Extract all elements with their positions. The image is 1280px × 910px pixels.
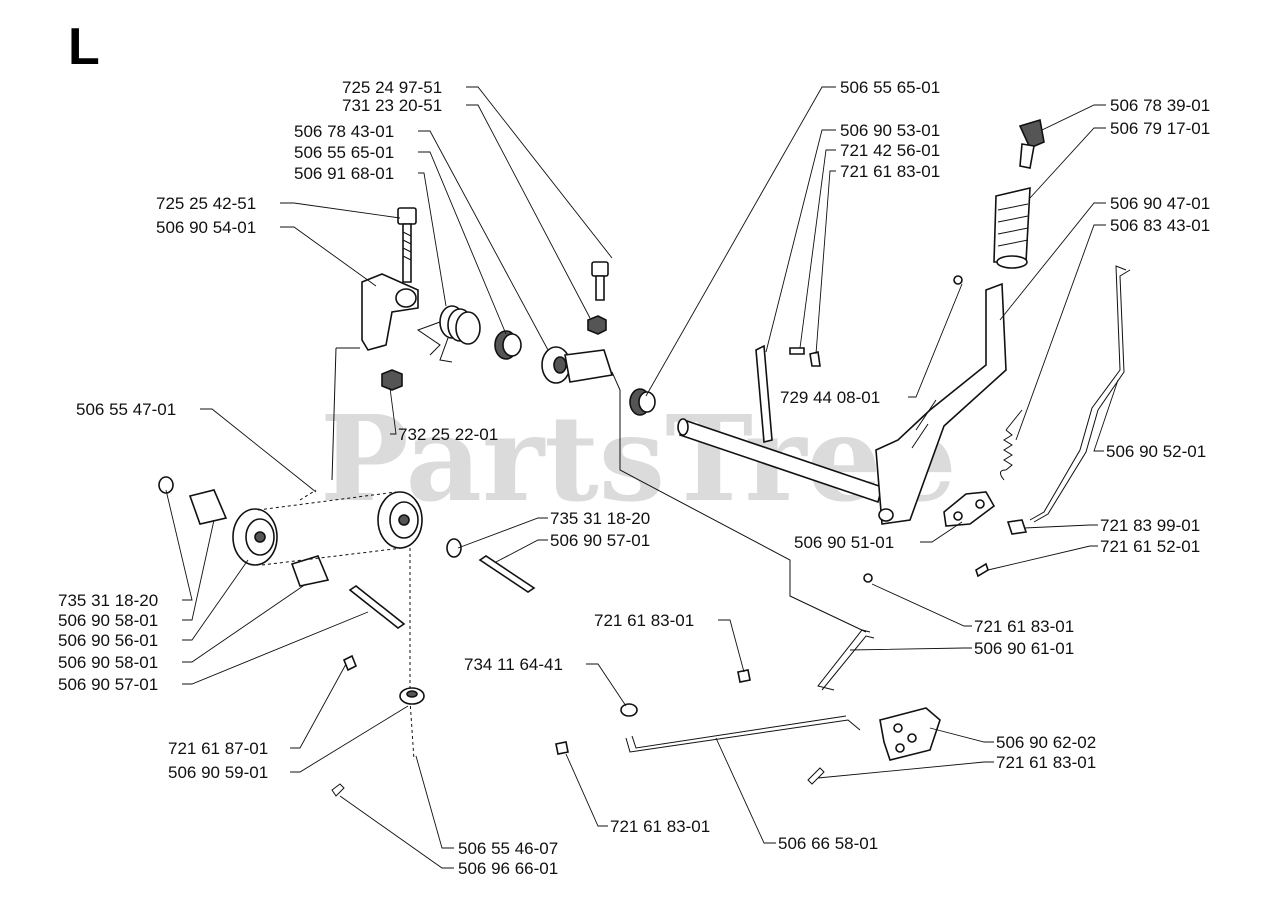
part-number-label: 506 90 52-01 (1106, 442, 1206, 461)
part-labels: 725 24 97-51 731 23 20-51 506 78 43-01 5… (58, 78, 1210, 878)
part-number-label: 506 79 17-01 (1110, 119, 1210, 138)
torsion-spring (416, 305, 481, 363)
part-number-label: 506 90 57-01 (550, 531, 650, 550)
part-number-label: 721 61 83-01 (610, 817, 710, 836)
part-number-label: 721 61 83-01 (840, 162, 940, 181)
bushing-upper (494, 330, 522, 360)
cable (331, 654, 425, 797)
part-number-label: 506 55 65-01 (294, 143, 394, 162)
handle-knob (1018, 118, 1045, 169)
part-number-label: 506 90 57-01 (58, 675, 158, 694)
part-number-label: 735 31 18-20 (58, 591, 158, 610)
assembly-guide-lines (331, 347, 867, 633)
bolt-middle (587, 261, 609, 335)
part-number-label: 735 31 18-20 (550, 509, 650, 528)
part-number-label: 506 83 43-01 (1110, 216, 1210, 235)
part-number-label: 506 90 59-01 (168, 763, 268, 782)
bottom-rod (555, 703, 861, 755)
pivot-plate (943, 491, 996, 527)
part-number-label: 506 90 47-01 (1110, 194, 1210, 213)
part-number-label: 506 90 51-01 (794, 533, 894, 552)
drive-belt (257, 489, 411, 700)
bracket-plate (807, 707, 941, 785)
part-number-label: 506 90 62-02 (996, 733, 1096, 752)
part-number-label: 506 90 61-01 (974, 639, 1074, 658)
part-number-label: 506 90 58-01 (58, 611, 158, 630)
hub-part (541, 346, 614, 384)
part-number-label: 721 61 52-01 (1100, 537, 1200, 556)
part-number-label: 725 25 42-51 (156, 194, 256, 213)
part-number-label: 721 83 99-01 (1100, 516, 1200, 535)
right-pulley-assembly (377, 491, 536, 593)
left-pulley-assembly (158, 476, 406, 629)
leader-lines (165, 86, 1119, 869)
part-number-label: 506 90 53-01 (840, 121, 940, 140)
tension-spring (1000, 409, 1023, 481)
part-number-label: 506 90 54-01 (156, 218, 256, 237)
pin-part (755, 344, 773, 444)
part-number-label: 725 24 97-51 (342, 78, 442, 97)
link-rod (737, 573, 875, 691)
part-number-label: 732 25 22-01 (398, 425, 498, 444)
part-number-label: 506 66 58-01 (778, 834, 878, 853)
part-number-label: 729 44 08-01 (780, 388, 880, 407)
part-number-label: 721 61 83-01 (996, 753, 1096, 772)
part-number-label: 506 55 65-01 (840, 78, 940, 97)
part-number-label: 506 91 68-01 (294, 164, 394, 183)
handle-grip (993, 186, 1031, 269)
shift-lever-shaft (629, 388, 883, 504)
lever-arm (875, 282, 1007, 525)
part-number-label: 506 78 43-01 (294, 122, 394, 141)
part-number-label: 721 61 83-01 (974, 617, 1074, 636)
bracket-part (361, 273, 419, 351)
small-pins (789, 275, 963, 367)
part-number-label: 506 90 58-01 (58, 653, 158, 672)
part-number-label: 506 90 56-01 (58, 631, 158, 650)
long-rod (1029, 265, 1131, 523)
bolt-left (397, 207, 417, 283)
part-number-label: 506 55 47-01 (76, 400, 176, 419)
part-number-label: 731 23 20-51 (342, 96, 442, 115)
section-letter: L (68, 18, 100, 76)
part-number-label: 506 55 46-07 (458, 839, 558, 858)
nut-bottom (381, 369, 403, 391)
part-number-label: 721 61 83-01 (594, 611, 694, 630)
bolt-right (975, 519, 1028, 578)
part-number-label: 506 96 66-01 (458, 859, 558, 878)
parts-drawing (158, 118, 1131, 797)
part-number-label: 734 11 64-41 (464, 655, 563, 674)
part-number-label: 721 61 87-01 (168, 739, 268, 758)
part-number-label: 721 42 56-01 (840, 141, 940, 160)
part-number-label: 506 78 39-01 (1110, 96, 1210, 115)
